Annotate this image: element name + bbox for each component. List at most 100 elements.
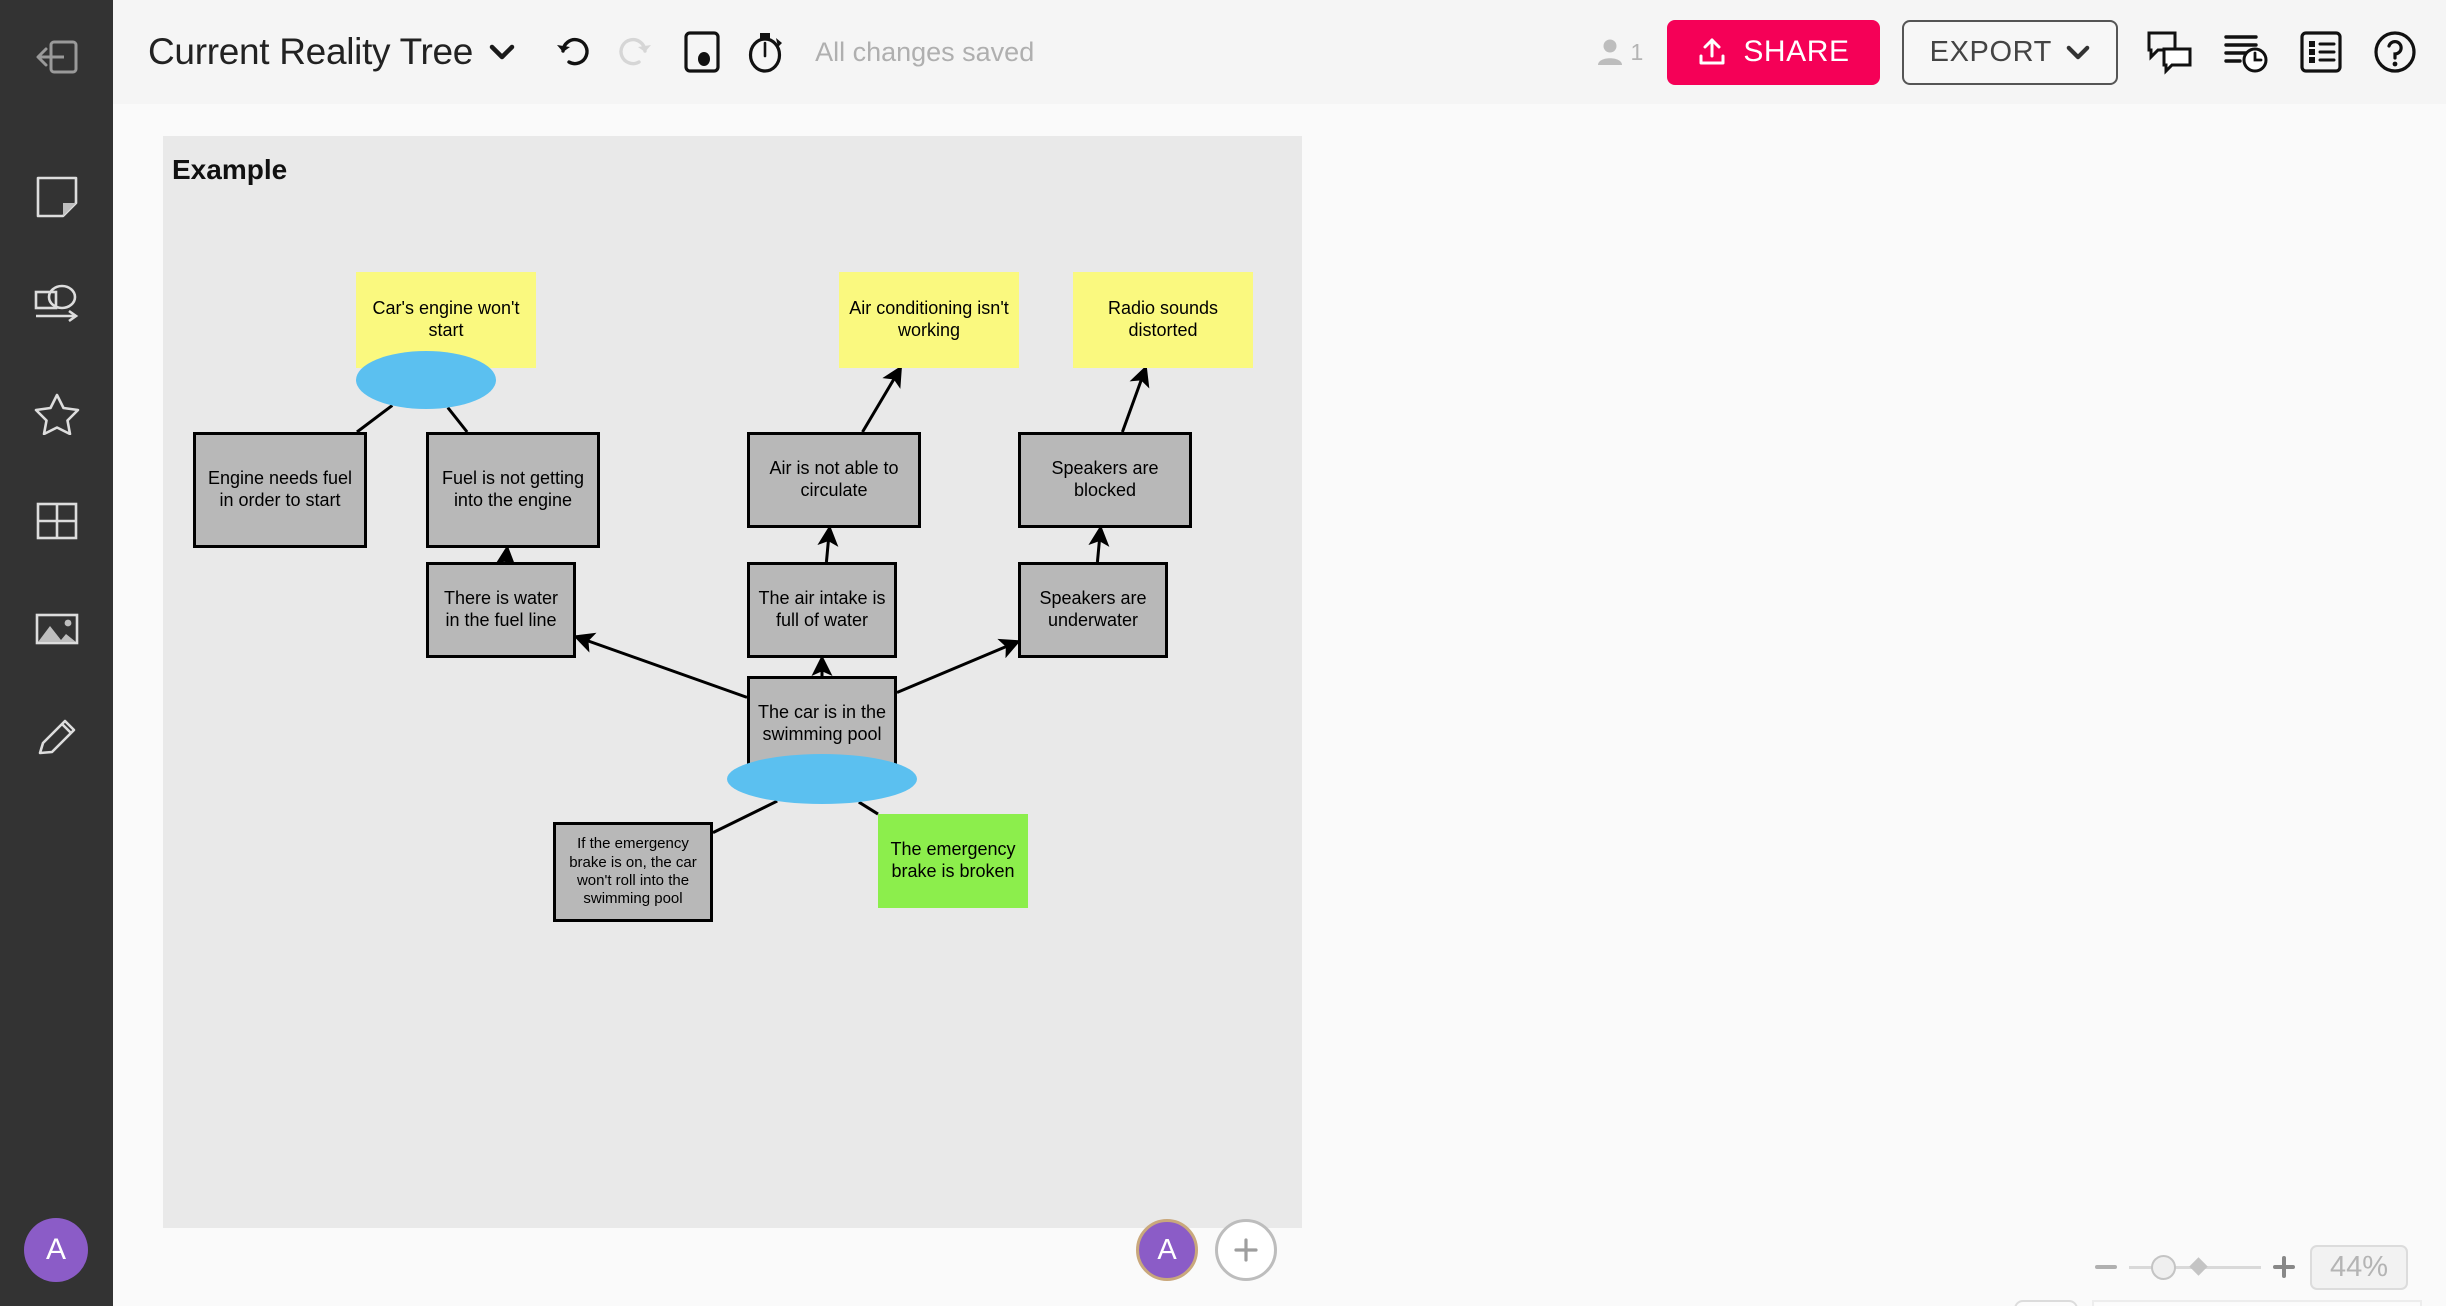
node-label: The car is in the swimming pool [757, 702, 887, 744]
zoom-slider[interactable] [2129, 1254, 2261, 1280]
undo-icon [557, 37, 589, 66]
history-icon [2224, 35, 2268, 73]
pencil-icon [38, 719, 75, 755]
top-toolbar-right: 1 SHARE EXPORT [1596, 19, 2418, 85]
diagram-box[interactable]: Air is not able to circulate [747, 432, 921, 528]
zoom-slider-row: 44% [2014, 1238, 2434, 1296]
sticky-note-icon [36, 176, 77, 218]
sidebar-item-favorites[interactable] [0, 359, 113, 467]
share-button-label: SHARE [1743, 35, 1850, 68]
sticky-note[interactable]: Radio sounds distorted [1073, 272, 1253, 368]
canvas-area[interactable]: Example Car's engine won't start Air cond… [113, 104, 2446, 1306]
sidebar-item-templates[interactable] [0, 467, 113, 575]
page-title[interactable]: Current Reality Tree [148, 31, 474, 72]
user-avatar-initial: A [45, 1233, 66, 1266]
node-label: There is water in the fuel line [443, 588, 559, 630]
diagram-edge[interactable] [1088, 525, 1110, 563]
node-label: The emergency brake is broken [890, 839, 1016, 881]
timer-button[interactable] [743, 29, 789, 75]
diagram-edge[interactable] [896, 638, 1021, 694]
zoom-fit-marker [2189, 1256, 2208, 1276]
stopwatch-icon [748, 33, 783, 73]
zoom-slider-thumb[interactable] [2151, 1254, 2176, 1280]
sticky-note[interactable]: Air conditioning isn't working [839, 272, 1019, 368]
grid-frame-icon [36, 502, 77, 540]
node-label: If the emergency brake is on, the car wo… [569, 835, 697, 908]
sticky-note[interactable]: The emergency brake is broken [878, 814, 1028, 908]
title-menu-button[interactable] [489, 43, 515, 61]
node-label: Engine needs fuel in order to start [207, 468, 353, 510]
diagram-edge[interactable] [858, 800, 879, 816]
node-label: Air conditioning isn't working [849, 298, 1009, 340]
export-button[interactable]: EXPORT [1901, 19, 2118, 85]
zoom-level-value[interactable]: 44% [2310, 1244, 2409, 1290]
minimap-preview [2095, 1303, 2420, 1306]
diagram-edge[interactable] [817, 525, 839, 563]
left-toolbar: A [0, 0, 113, 1306]
canvas-user-avatar[interactable]: A [1136, 1219, 1198, 1281]
diagram-edge[interactable] [861, 365, 903, 433]
chevron-down-icon [489, 44, 515, 60]
zoom-panel: 44% [2014, 1238, 2434, 1306]
share-button[interactable]: SHARE [1667, 19, 1880, 85]
export-button-label: EXPORT [1929, 35, 2052, 68]
minimap[interactable] [2092, 1300, 2422, 1306]
present-button[interactable] [679, 29, 725, 75]
diagram-box[interactable]: The air intake is full of water [747, 562, 897, 658]
node-label: The air intake is full of water [758, 588, 886, 630]
outline-button[interactable] [2298, 29, 2344, 75]
frame-title: Example [172, 154, 288, 185]
chevron-down-icon [2066, 45, 2090, 59]
logic-connector-ellipse[interactable] [727, 754, 917, 804]
diagram-edge[interactable] [712, 799, 778, 834]
diagram-edge[interactable] [446, 406, 469, 433]
zoom-in-button[interactable] [2270, 1253, 2298, 1281]
minus-icon [2095, 1265, 2117, 1269]
diagram-edge[interactable] [356, 404, 394, 434]
person-icon [1597, 39, 1622, 65]
help-button[interactable] [2372, 29, 2418, 75]
top-toolbar: Current Reality Tree All changes sa [113, 0, 2446, 104]
pan-tool-button[interactable] [2014, 1300, 2078, 1306]
sidebar-item-shapes[interactable] [0, 251, 113, 359]
comments-icon [2147, 31, 2192, 75]
diagram-edge[interactable] [573, 632, 748, 699]
add-collaborator-button[interactable] [1215, 1219, 1277, 1281]
save-status: All changes saved [815, 36, 1035, 67]
redo-icon [619, 37, 652, 66]
zoom-out-button[interactable] [2092, 1253, 2120, 1281]
diagram-frame[interactable]: Example Car's engine won't start Air cond… [163, 136, 1302, 1228]
shape-connector-icon [34, 284, 78, 323]
logic-connector-ellipse[interactable] [356, 351, 496, 409]
node-label: Speakers are underwater [1039, 588, 1147, 630]
diagram-box[interactable]: If the emergency brake is on, the car wo… [553, 822, 713, 922]
redo-button[interactable] [611, 30, 655, 74]
diagram-box[interactable]: Fuel is not getting into the engine [426, 432, 600, 548]
diagram-box[interactable]: Speakers are underwater [1018, 562, 1168, 658]
sidebar-item-image[interactable] [0, 575, 113, 683]
node-label: Car's engine won't start [372, 298, 520, 340]
help-question-icon [2374, 31, 2416, 73]
back-arrow-icon [36, 40, 77, 73]
diagram-box[interactable]: Speakers are blocked [1018, 432, 1192, 528]
upload-icon [1699, 38, 1725, 65]
sidebar-item-sticky-note[interactable] [0, 143, 113, 251]
sidebar-item-pen[interactable] [0, 683, 113, 791]
node-label: Speakers are blocked [1051, 458, 1159, 500]
collaborator-count[interactable]: 1 [1596, 37, 1643, 67]
node-label: Fuel is not getting into the engine [441, 468, 585, 510]
comments-button[interactable] [2146, 29, 2194, 75]
plus-icon [2273, 1256, 2295, 1278]
diagram-edge[interactable] [494, 545, 516, 567]
history-button[interactable] [2222, 29, 2270, 75]
undo-button[interactable] [553, 30, 597, 74]
image-icon [35, 613, 78, 645]
back-button[interactable] [0, 0, 113, 113]
canvas-user-avatar-initial: A [1157, 1233, 1177, 1266]
diagram-box[interactable]: There is water in the fuel line [426, 562, 576, 658]
present-icon [684, 31, 720, 73]
diagram-edge[interactable] [1120, 365, 1150, 433]
node-label: Air is not able to circulate [769, 458, 899, 500]
diagram-box[interactable]: Engine needs fuel in order to start [193, 432, 367, 548]
user-avatar[interactable]: A [24, 1218, 88, 1282]
